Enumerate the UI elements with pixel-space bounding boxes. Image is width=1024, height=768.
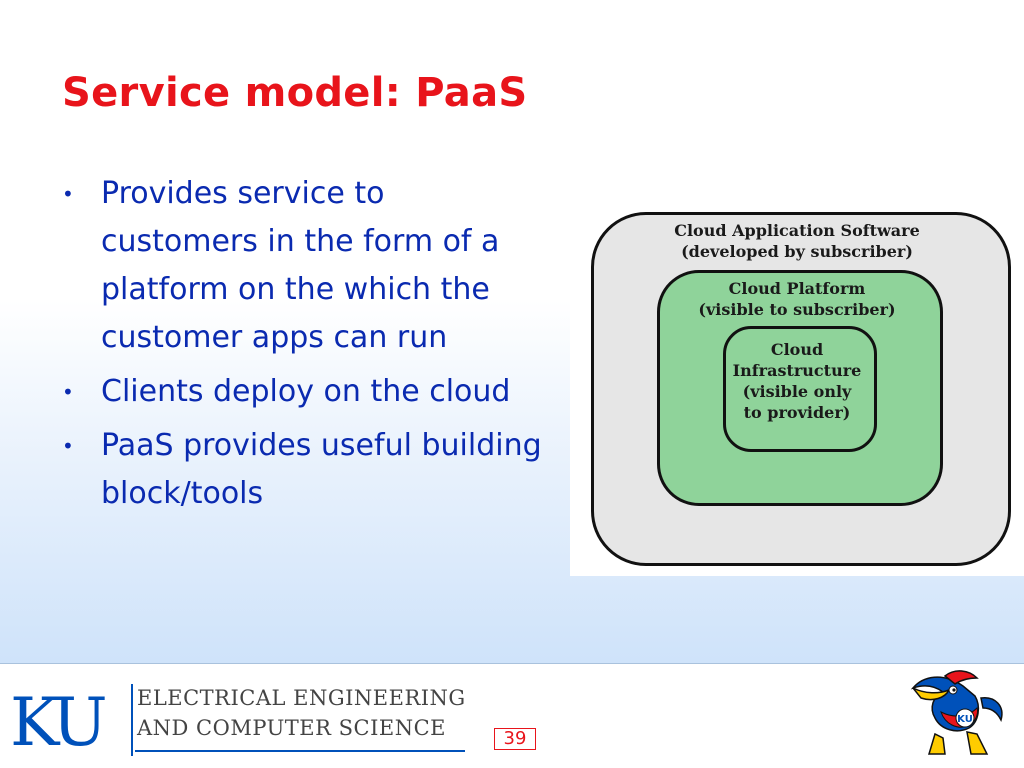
inner-layer-label: Cloud Infrastructure (visible only to pr… — [570, 339, 1024, 423]
bullet-icon: • — [62, 380, 74, 404]
inner-label-line: to provider) — [743, 403, 851, 422]
department-name-line1: ELECTRICAL ENGINEERING — [137, 686, 466, 710]
outer-layer-label: Cloud Application Software (developed by… — [570, 220, 1024, 262]
page-number: 39 — [494, 728, 536, 750]
slide-title: Service model: PaaS — [62, 70, 528, 116]
inner-label-line: Infrastructure — [732, 361, 862, 380]
cloud-layers-diagram: Cloud Application Software (developed by… — [570, 192, 1024, 576]
ku-logo: KU — [10, 684, 108, 761]
footer-divider — [0, 663, 1024, 664]
bullet-item: • Provides service to customers in the fo… — [60, 170, 550, 362]
outer-label-line: (developed by subscriber) — [681, 242, 913, 261]
department-underline — [135, 750, 465, 752]
inner-label-line: (visible only — [742, 382, 852, 401]
bullet-item: • PaaS provides useful building block/too… — [60, 422, 550, 518]
bullet-icon: • — [62, 434, 74, 458]
bullet-text: Provides service to customers in the for… — [101, 176, 500, 355]
bullet-text: Clients deploy on the cloud — [101, 374, 511, 409]
mascot-badge-text: KU — [957, 714, 973, 725]
department-name-line2: AND COMPUTER SCIENCE — [137, 716, 446, 740]
logo-divider — [131, 684, 133, 756]
jayhawk-mascot-icon: KU — [910, 670, 1003, 755]
middle-label-line: Cloud Platform — [728, 279, 866, 298]
inner-label-line: Cloud — [770, 340, 824, 359]
cloud-infrastructure-layer — [723, 326, 877, 452]
middle-label-line: (visible to subscriber) — [698, 300, 896, 319]
outer-label-line: Cloud Application Software — [674, 221, 920, 240]
bullet-item: • Clients deploy on the cloud — [60, 368, 550, 416]
bullet-icon: • — [62, 182, 74, 206]
bullet-list: • Provides service to customers in the fo… — [60, 170, 550, 524]
bullet-text: PaaS provides useful building block/tool… — [101, 428, 542, 511]
middle-layer-label: Cloud Platform (visible to subscriber) — [570, 278, 1024, 320]
